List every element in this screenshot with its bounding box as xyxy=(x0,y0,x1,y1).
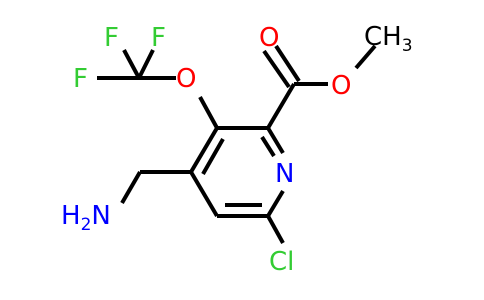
amine-n: N xyxy=(91,201,110,231)
atom-cl: Cl xyxy=(269,247,294,277)
atom-o-ester: O xyxy=(331,71,351,101)
atom-labels: O O CH3 O F F F N H2N Cl xyxy=(61,22,413,277)
bonds xyxy=(97,44,377,244)
amine-h: H xyxy=(61,201,81,231)
atom-n-ring: N xyxy=(275,159,294,189)
bond-oester-methyl xyxy=(354,44,377,70)
bond-c6-cl xyxy=(266,215,285,244)
atom-o-carbonyl: O xyxy=(259,23,279,53)
bond-c3-oether xyxy=(198,96,219,129)
bond-cf3-f-top-right xyxy=(137,49,155,79)
bond-n-c2-inner xyxy=(260,135,276,158)
bond-ccarbonyl-o-double-a xyxy=(262,49,291,89)
bond-ccarbonyl-o-double-b xyxy=(274,44,301,83)
bond-n-c2-outer xyxy=(266,126,285,155)
atom-o-ether: O xyxy=(176,64,196,94)
atom-amine: H2N xyxy=(61,201,111,235)
bond-c6-n xyxy=(266,189,285,218)
bond-cf3-f-top-left xyxy=(122,49,141,79)
bond-c4-c5 xyxy=(189,170,219,218)
bond-c3-c4-inner xyxy=(201,138,225,175)
methyl-subscript: 3 xyxy=(402,36,413,56)
atom-f-left: F xyxy=(73,64,88,94)
methyl-label: CH xyxy=(364,22,402,52)
bond-c2-ccarbonyl xyxy=(266,82,296,130)
amine-subscript: 2 xyxy=(81,215,92,235)
atom-f-top-left: F xyxy=(104,23,119,53)
atom-methyl: CH3 xyxy=(364,22,413,56)
atom-f-top-right: F xyxy=(151,23,166,53)
bond-ch2-n xyxy=(120,170,142,205)
bond-c3-c4-outer xyxy=(189,126,219,174)
